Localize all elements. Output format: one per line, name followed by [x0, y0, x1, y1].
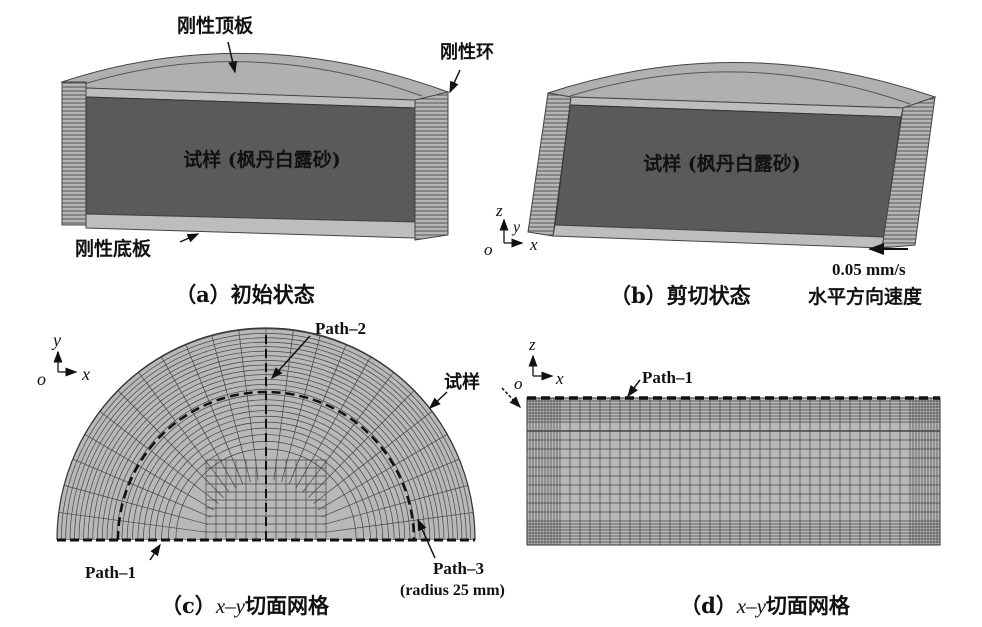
label-specimen-b: 试样 (枫丹白露砂)	[643, 152, 801, 175]
mesh-line	[321, 458, 460, 518]
rect-mesh	[527, 398, 940, 545]
arrow-rigid-ring	[449, 69, 461, 94]
mesh-line	[302, 372, 394, 493]
axis-o-c: o	[37, 369, 46, 389]
axis-x-d: x	[555, 369, 564, 388]
rect-mesh-outline	[526, 397, 941, 546]
mesh-line	[211, 336, 251, 483]
label-path-1-c: Path–1	[85, 563, 136, 582]
mesh-line	[84, 434, 215, 511]
axis-y-b: y	[511, 219, 521, 236]
label-bottom-plate: 刚性底板	[75, 237, 152, 260]
arrow-bottom-plate	[179, 233, 200, 243]
caption-c: （c）x–y切面网格	[161, 593, 330, 618]
mesh-line	[64, 485, 209, 525]
caption-b: （b）剪切状态	[610, 283, 751, 308]
top-plate-edge	[83, 61, 423, 97]
mesh-line	[325, 512, 474, 533]
mesh-line	[323, 485, 468, 525]
mesh-line	[281, 336, 321, 483]
axis-triad-d: z o x	[514, 335, 564, 393]
caption-d-var: x–y	[736, 594, 767, 618]
axis-x-c: x	[81, 364, 90, 384]
label-path-2: Path–2	[315, 319, 366, 338]
panel-b-model	[527, 61, 937, 249]
caption-c-text: 切面网格	[245, 593, 330, 618]
label-specimen-c: 试样	[444, 371, 480, 393]
caption-b-extra: 水平方向速度	[808, 285, 923, 308]
arrow-path-1-c	[149, 543, 161, 561]
axis-z-b: z	[495, 201, 503, 220]
arrow-path-1-d	[627, 379, 641, 398]
caption-d-prefix: （d）	[680, 593, 737, 618]
mesh-line	[295, 357, 371, 489]
caption-c-var: x–y	[215, 594, 246, 618]
mesh-line	[138, 372, 230, 493]
caption-d-text: 切面网格	[766, 593, 851, 618]
label-rigid-ring: 刚性环	[440, 41, 494, 63]
axis-z-d: z	[528, 335, 536, 354]
arrow-top-plate	[227, 41, 237, 74]
mesh-line	[161, 357, 237, 489]
rigid-ring-right-b	[881, 96, 936, 249]
caption-a: （a）初始状态	[175, 282, 315, 307]
velocity-label: 0.05 mm/s	[832, 260, 906, 279]
axis-y-c: y	[51, 330, 61, 350]
arrow-specimen-d	[501, 387, 522, 409]
arrow-path-2	[270, 335, 311, 380]
arrow-specimen-c	[428, 391, 448, 410]
label-path-1-d: Path–1	[642, 368, 693, 387]
semicircle-outline	[56, 327, 476, 541]
mesh-line	[238, 330, 259, 481]
mesh-line	[273, 330, 294, 481]
top-plate-edge-b	[569, 71, 911, 105]
mesh-line	[288, 344, 347, 485]
rigid-ring-left	[61, 81, 87, 226]
mesh-line	[185, 344, 244, 485]
caption-c-prefix: （c）	[161, 593, 216, 618]
axis-o-b: o	[484, 240, 493, 259]
caption-d: （d）x–y切面网格	[680, 593, 851, 618]
mesh-line	[317, 434, 448, 511]
axis-triad-b: z y o x	[484, 201, 538, 259]
panel-a-model	[60, 52, 450, 241]
mesh-line	[99, 411, 219, 504]
axis-triad-c: y o x	[37, 330, 90, 389]
mesh-line	[58, 512, 207, 533]
label-specimen-a: 试样 (枫丹白露砂)	[183, 148, 341, 171]
rigid-ring-right	[414, 91, 449, 241]
axis-o-d: o	[514, 374, 523, 393]
label-radius: (radius 25 mm)	[400, 582, 505, 599]
top-face-b	[547, 61, 937, 109]
axis-x-b: x	[529, 235, 538, 254]
label-path-3: Path–3	[433, 559, 484, 578]
mesh-line	[72, 458, 211, 518]
arrow-path-3	[417, 518, 436, 559]
label-top-plate: 刚性顶板	[177, 14, 254, 37]
mesh-line	[313, 411, 433, 504]
top-face	[60, 52, 450, 103]
